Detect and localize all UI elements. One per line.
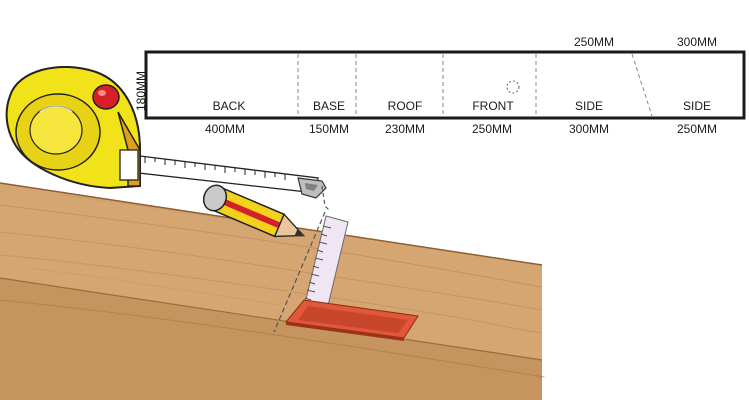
panel-width-side-1: 300MM <box>568 122 610 136</box>
panel-name-back: BACK <box>212 99 246 113</box>
panel-name-roof: ROOF <box>387 99 423 113</box>
panel-name-front: FRONT <box>472 99 514 113</box>
tape-measure-icon <box>5 65 141 190</box>
panel-name-side-1: SIDE <box>574 99 604 113</box>
panel-width-base: 150MM <box>308 122 350 136</box>
carpenter-square-icon <box>273 211 419 341</box>
top-label-1: 250MM <box>573 35 615 49</box>
cut-lines <box>297 53 653 117</box>
cut-plan <box>144 50 746 120</box>
entrance-hole-icon <box>506 80 520 94</box>
panel-width-roof: 230MM <box>384 122 426 136</box>
plan-board-outline <box>144 50 746 120</box>
panel-name-base: BASE <box>312 99 346 113</box>
height-label: 180MM <box>134 70 148 111</box>
panel-width-front: 250MM <box>471 122 513 136</box>
panel-width-back: 400MM <box>204 122 246 136</box>
pencil-icon <box>202 184 306 238</box>
top-label-2: 300MM <box>676 35 718 49</box>
panel-name-side-2: SIDE <box>682 99 712 113</box>
tape-blade <box>129 154 330 211</box>
wood-plank <box>0 182 545 400</box>
panel-width-side-2: 250MM <box>676 122 718 136</box>
